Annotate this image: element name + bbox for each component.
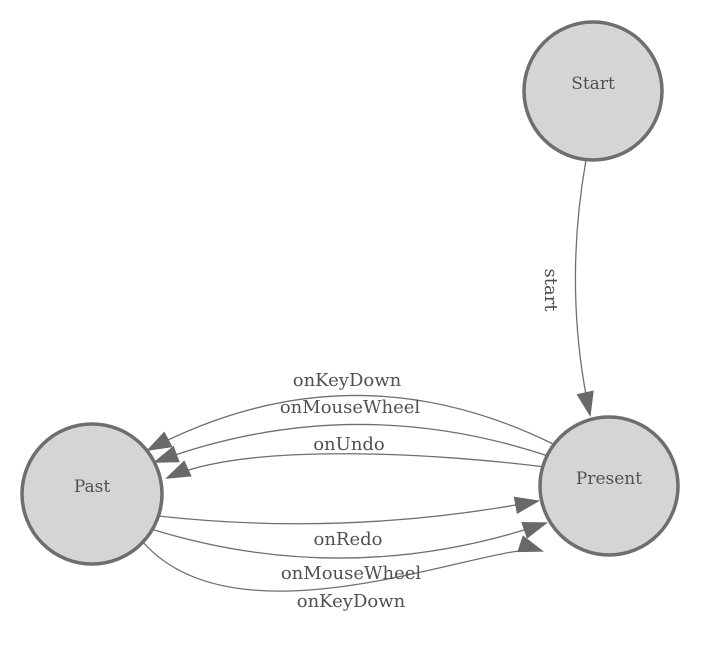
transition-onkeydown-to-present-label: onKeyDown <box>297 591 406 612</box>
transition-onmousewheel-to-present-label: onMouseWheel <box>281 563 422 584</box>
transition-onmousewheel-to-past[interactable] <box>153 423 549 463</box>
state-start-label: Start <box>571 74 615 94</box>
state-present[interactable]: Present <box>538 415 680 557</box>
transition-onmousewheel-to-present[interactable] <box>150 522 548 559</box>
transition-labels-layer: start onKeyDown onMouseWheel onUndo onRedo on… <box>280 268 561 612</box>
transition-onkeydown-to-present[interactable] <box>141 535 544 592</box>
state-past-label: Past <box>74 477 111 497</box>
transition-onundo-to-past-label: onUndo <box>313 434 385 455</box>
state-present-circle[interactable] <box>538 415 680 557</box>
transition-onkeydown-to-past-label: onKeyDown <box>293 370 402 391</box>
state-present-label: Present <box>576 469 642 489</box>
state-start[interactable]: Start <box>522 20 664 162</box>
transition-onundo-to-past[interactable] <box>165 453 546 479</box>
transition-start-label: start <box>540 268 561 312</box>
state-past[interactable]: Past <box>20 422 164 566</box>
transition-onmousewheel-to-past-label: onMouseWheel <box>280 397 421 418</box>
transition-onredo-to-present-label: onRedo <box>314 529 383 550</box>
transition-onkeydown-to-past[interactable] <box>146 394 554 451</box>
state-start-circle[interactable] <box>522 20 664 162</box>
state-past-circle[interactable] <box>20 422 164 566</box>
transition-onredo-to-present[interactable] <box>157 496 541 525</box>
transitions-layer <box>141 159 594 592</box>
transition-start[interactable] <box>574 159 594 418</box>
